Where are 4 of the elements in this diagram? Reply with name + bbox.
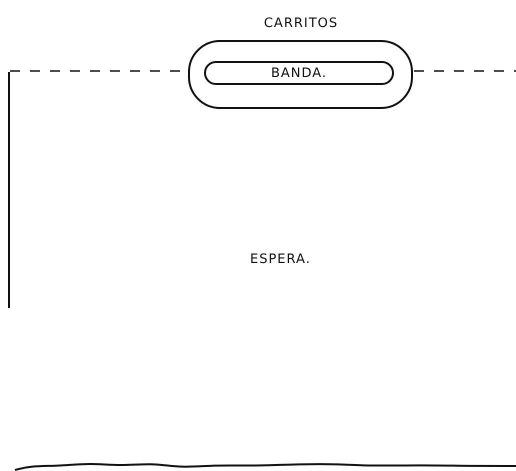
band-label: BANDA. — [270, 66, 328, 80]
frame-heading: CARRITOS — [264, 16, 338, 31]
area-label: ESPERA. — [250, 252, 311, 267]
rounded-band — [204, 61, 394, 85]
